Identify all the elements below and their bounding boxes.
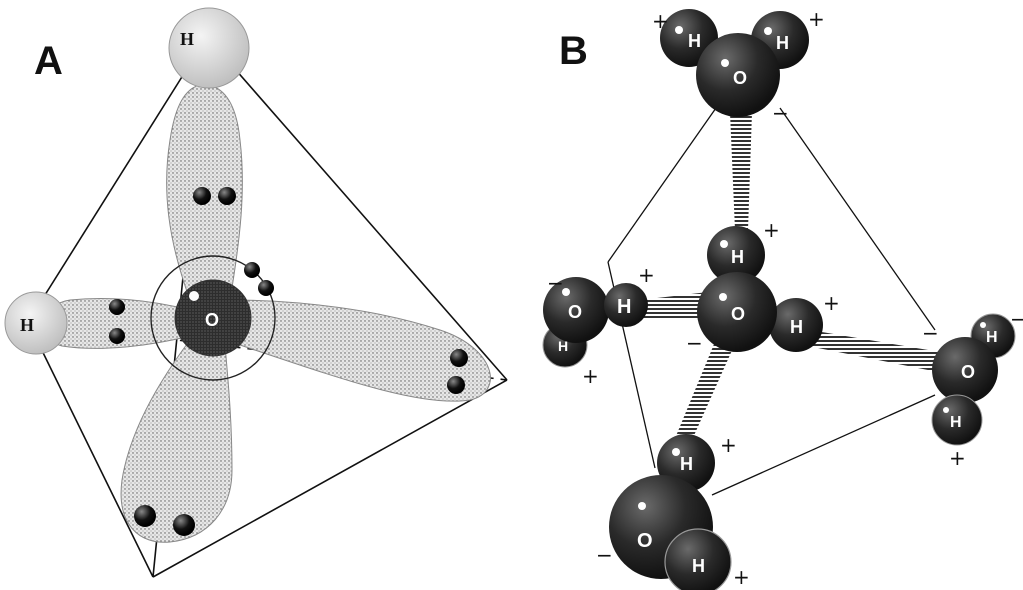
water-molecule-bottom: H O H + − + <box>596 433 750 590</box>
electron <box>109 299 125 315</box>
electron <box>193 187 211 205</box>
atom-highlight <box>638 502 646 510</box>
charge-minus: − <box>772 101 789 125</box>
hydrogen-label: H <box>950 414 962 431</box>
hydrogen-shell-left <box>5 292 67 354</box>
water-molecule-center: H O H + + − <box>686 218 840 355</box>
oxygen-label: O <box>731 304 745 324</box>
atom-highlight <box>721 59 729 67</box>
charge-minus: − <box>596 543 613 567</box>
charge-plus: + <box>949 446 966 470</box>
orbital-lobes <box>45 84 491 542</box>
charge-plus: + <box>808 7 825 31</box>
atom-highlight <box>720 240 728 248</box>
panel-a: A H H O <box>5 8 507 577</box>
atom-highlight <box>943 407 949 413</box>
atom-highlight <box>764 27 772 35</box>
charge-minus: − <box>1010 307 1023 331</box>
panel-b: B H H O + + − <box>543 7 1023 590</box>
hydrogen-label: H <box>731 247 744 267</box>
oxygen-label: O <box>568 302 582 322</box>
electron <box>109 328 125 344</box>
hydrogen-label: H <box>776 33 789 53</box>
charge-minus: − <box>547 271 564 295</box>
oxygen-label-center: O <box>205 310 219 330</box>
charge-plus: + <box>763 218 780 242</box>
hydrogen-bonds <box>640 112 940 440</box>
hydrogen-label: H <box>680 454 693 474</box>
charge-minus: − <box>922 321 939 345</box>
charge-minus: − <box>686 331 703 355</box>
water-molecule-top: H H O + + − <box>652 7 825 125</box>
hydrogen-label: H <box>986 329 998 346</box>
panel-b-label: B <box>559 29 588 73</box>
charge-plus: + <box>638 263 655 287</box>
atom-highlight <box>980 322 986 328</box>
electron <box>173 514 195 536</box>
oxygen-highlight <box>189 291 199 301</box>
electron <box>218 187 236 205</box>
hydrogen-label: H <box>688 31 701 51</box>
water-molecule-left: O H H − + + <box>543 263 655 388</box>
oxygen-label: O <box>961 362 975 382</box>
electron <box>258 280 274 296</box>
charge-plus: + <box>652 9 669 33</box>
hydrogen-label: H <box>617 296 631 318</box>
hydrogen-label: H <box>692 556 705 576</box>
oxygen-label: O <box>637 530 653 552</box>
atom-highlight <box>675 26 683 34</box>
charge-plus: + <box>823 291 840 315</box>
electron <box>450 349 468 367</box>
charge-plus: + <box>733 565 750 589</box>
water-molecule-right: H O H − − + <box>922 307 1023 470</box>
charge-plus: + <box>582 364 599 388</box>
hydrogen-bond-right <box>808 330 940 372</box>
hydrogen-label: H <box>790 317 803 337</box>
hydrogen-label: H <box>558 338 568 354</box>
electron <box>447 376 465 394</box>
electron <box>244 262 260 278</box>
hydrogen-label-top: H <box>180 29 194 49</box>
hydrogen-label-left: H <box>20 315 34 335</box>
panel-a-label: A <box>34 39 63 83</box>
charge-plus: + <box>720 433 737 457</box>
atom-highlight <box>719 293 727 301</box>
electron <box>134 505 156 527</box>
oxygen-label: O <box>733 68 747 88</box>
atom-highlight <box>672 448 680 456</box>
hydrogen-bond-top <box>730 112 752 230</box>
